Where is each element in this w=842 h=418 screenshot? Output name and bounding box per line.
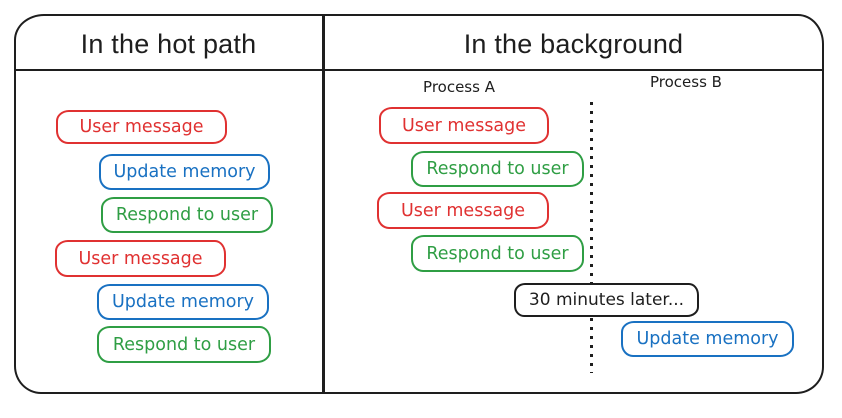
box-update-memory: Update memory bbox=[621, 321, 794, 357]
panel-divider-line bbox=[322, 16, 325, 392]
process-b-label: Process B bbox=[650, 73, 722, 91]
outer-frame bbox=[14, 14, 824, 394]
box-user-message: User message bbox=[55, 240, 226, 277]
note-30-minutes-later: 30 minutes later... bbox=[514, 283, 699, 317]
box-user-message: User message bbox=[56, 110, 227, 144]
box-user-message: User message bbox=[379, 107, 549, 144]
box-update-memory: Update memory bbox=[97, 284, 269, 320]
box-update-memory: Update memory bbox=[99, 154, 270, 190]
hot-path-panel-title: In the hot path bbox=[80, 29, 257, 59]
process-a-label: Process A bbox=[423, 78, 495, 96]
process-divider-dotted-line bbox=[590, 102, 593, 373]
box-respond-to-user: Respond to user bbox=[97, 326, 271, 363]
box-respond-to-user: Respond to user bbox=[411, 235, 584, 272]
background-panel-title: In the background bbox=[463, 29, 684, 59]
box-respond-to-user: Respond to user bbox=[101, 197, 273, 233]
header-separator-line bbox=[16, 69, 822, 72]
box-user-message: User message bbox=[377, 192, 549, 229]
box-respond-to-user: Respond to user bbox=[411, 151, 584, 187]
